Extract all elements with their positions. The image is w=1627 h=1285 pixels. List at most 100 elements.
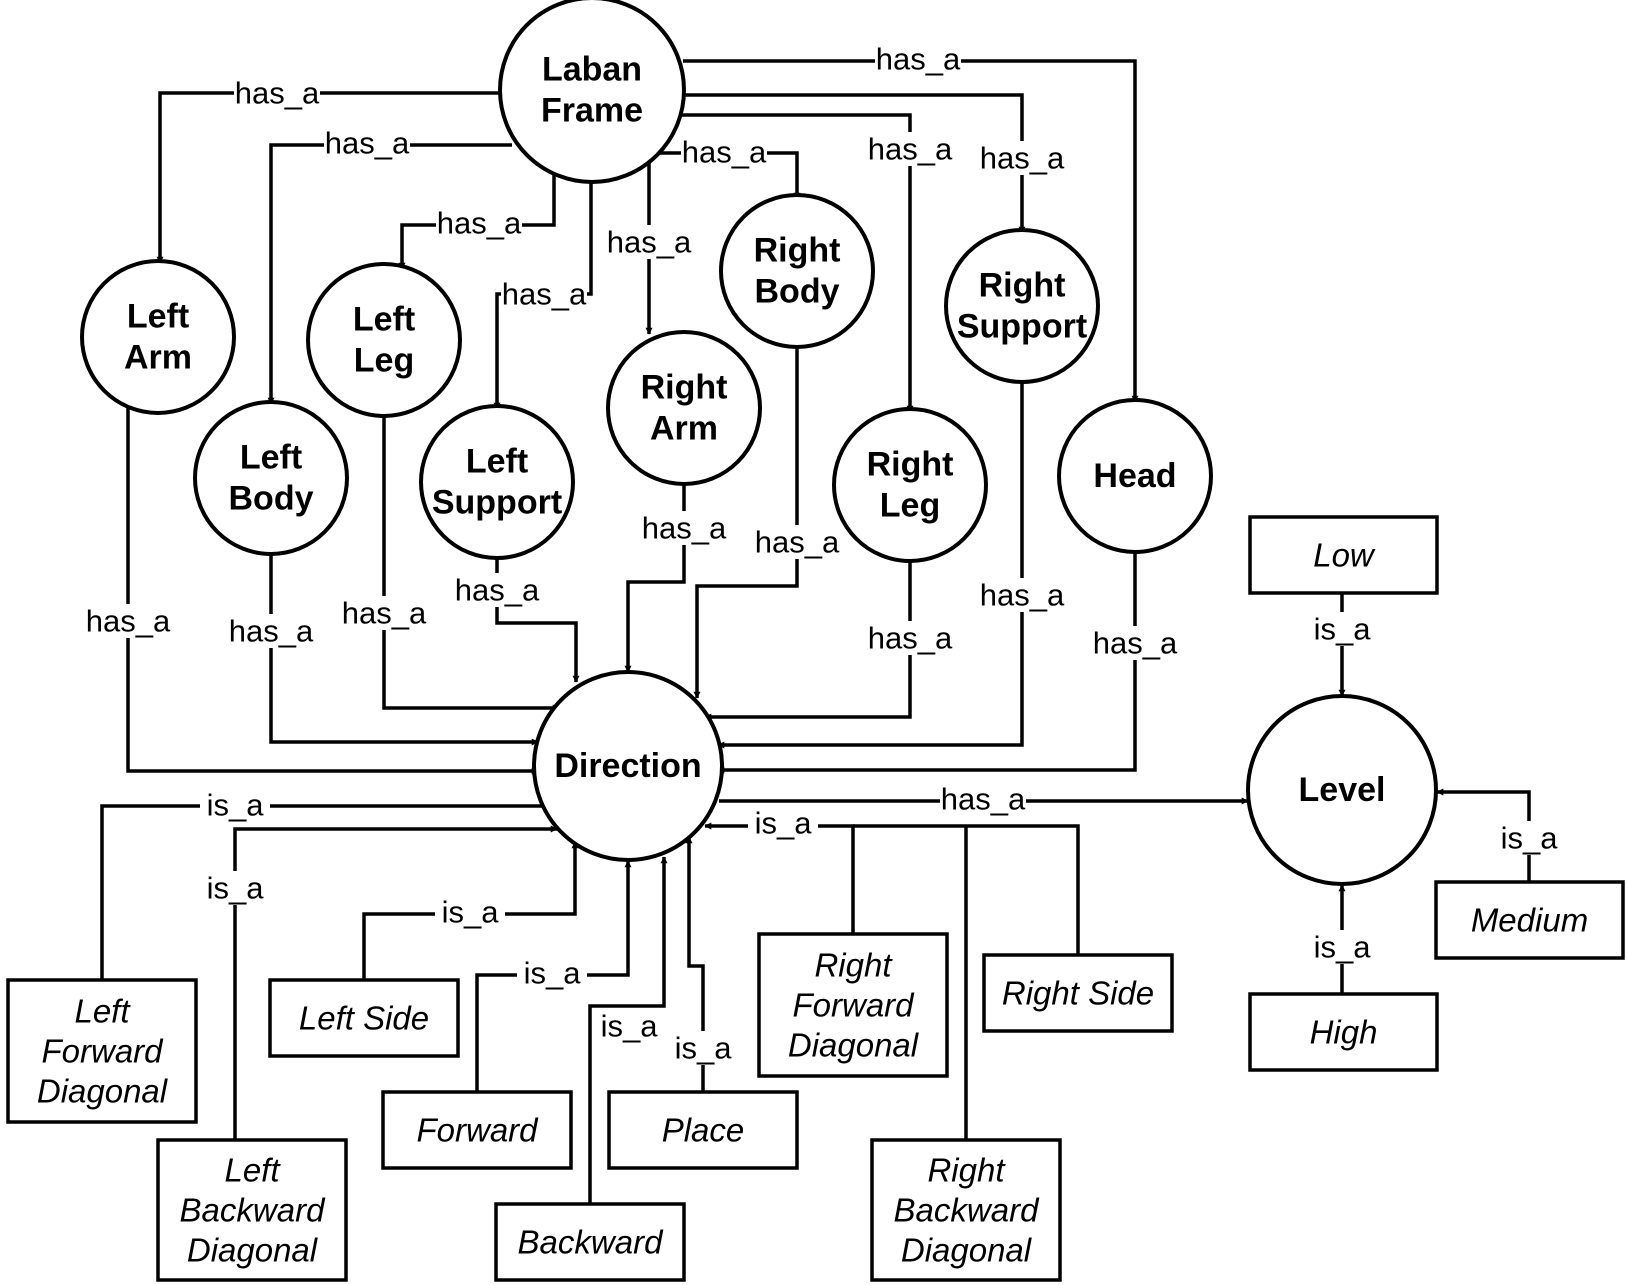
node-label-line: Right bbox=[641, 369, 728, 407]
node-label-line: Arm bbox=[124, 339, 192, 377]
instance-box bbox=[156, 1138, 348, 1282]
edge-label-text: has_a bbox=[86, 604, 171, 639]
edge-label-text: has_a bbox=[642, 511, 727, 546]
edge-label-right-leg-direction: has_a bbox=[867, 621, 953, 656]
node-backward: Backward bbox=[494, 1202, 686, 1282]
instance-box bbox=[1434, 880, 1625, 960]
node-label-line: Forward bbox=[792, 987, 915, 1024]
edge-line bbox=[717, 381, 1024, 749]
edge-left-leg-direction bbox=[382, 414, 560, 712]
node-label-line: Arm bbox=[650, 410, 718, 448]
edge-label-background bbox=[668, 1031, 738, 1065]
node-label-line: Diagonal bbox=[901, 1232, 1033, 1269]
edge-label-text: is_a bbox=[1314, 930, 1372, 965]
node-label-line: Body bbox=[229, 480, 314, 518]
node-label-line: Leg bbox=[880, 487, 940, 525]
node-label-line: Backward bbox=[180, 1192, 327, 1229]
concept-circle bbox=[944, 228, 1100, 384]
edge-line bbox=[693, 346, 799, 699]
edge-label-text: has_a bbox=[229, 614, 314, 649]
edge-label-left-body-direction: has_a bbox=[228, 614, 314, 649]
instance-box bbox=[1248, 992, 1439, 1072]
edge-left-arm-direction bbox=[126, 403, 539, 775]
node-label-line: Right bbox=[927, 1152, 1006, 1189]
node-label-line: Right bbox=[979, 267, 1066, 305]
edge-label-text: is_a bbox=[207, 871, 265, 906]
node-label-line: Medium bbox=[1471, 902, 1588, 939]
edge-label-background bbox=[234, 76, 320, 110]
node-low: Low bbox=[1248, 515, 1439, 595]
concept-circle bbox=[80, 259, 236, 415]
edge-label-text: has_a bbox=[235, 76, 320, 111]
edge-label-frame-head: has_a bbox=[875, 42, 961, 77]
edge-label-background bbox=[606, 225, 692, 259]
edge-label-background bbox=[754, 525, 840, 559]
edge-label-background bbox=[979, 141, 1065, 175]
edge-label-background bbox=[85, 604, 171, 638]
concept-circle bbox=[419, 404, 575, 560]
edge-label-background bbox=[979, 578, 1065, 612]
edge-label-background bbox=[594, 1009, 664, 1043]
edge-place-direction bbox=[685, 836, 705, 1092]
node-forward: Forward bbox=[381, 1090, 573, 1170]
edge-label-background bbox=[517, 956, 587, 990]
edge-label-text: is_a bbox=[675, 1031, 733, 1066]
node-label-line: Frame bbox=[541, 92, 643, 130]
node-label-line: Right bbox=[814, 947, 893, 984]
concept-circle bbox=[1246, 694, 1438, 886]
node-label-line: Body bbox=[755, 273, 840, 311]
edge-label-background bbox=[324, 126, 410, 160]
edge-label-background bbox=[200, 788, 270, 822]
edge-left-backward-diagonal-direction bbox=[233, 825, 558, 1140]
edge-label-background bbox=[681, 135, 767, 169]
edge-line bbox=[588, 856, 668, 1204]
edge-label-background bbox=[436, 206, 522, 240]
edge-label-left-arm-direction: has_a bbox=[85, 604, 171, 639]
node-label-line: Backward bbox=[518, 1224, 665, 1261]
node-label-line: High bbox=[1310, 1014, 1378, 1051]
node-label-line: Forward bbox=[41, 1033, 164, 1070]
node-label-line: Head bbox=[1093, 457, 1176, 495]
node-label-line: Left bbox=[466, 443, 528, 481]
edge-label-text: is_a bbox=[207, 788, 265, 823]
edge-line bbox=[382, 414, 560, 712]
edge-line bbox=[853, 824, 1080, 955]
edge-label-background bbox=[940, 782, 1026, 816]
node-label-line: Left Side bbox=[299, 1000, 429, 1037]
edge-label-text: has_a bbox=[502, 277, 587, 312]
edge-label-left-backward-diagonal-direction: is_a bbox=[200, 871, 270, 906]
edge-line bbox=[100, 802, 554, 980]
node-label-line: Left bbox=[224, 1152, 281, 1189]
edge-label-left-forward-diagonal-direction: is_a bbox=[200, 788, 270, 823]
instance-box bbox=[381, 1090, 573, 1170]
edge-label-forward-direction: is_a bbox=[517, 956, 587, 991]
edge-line bbox=[267, 143, 512, 405]
node-label-line: Support bbox=[432, 484, 562, 522]
edge-frame-left-arm bbox=[156, 91, 500, 264]
edge-line bbox=[126, 403, 539, 775]
edge-label-background bbox=[1494, 821, 1564, 855]
node-right-side: Right Side bbox=[982, 953, 1174, 1033]
edge-line bbox=[704, 822, 855, 934]
edge-label-frame-right-leg: has_a bbox=[867, 132, 953, 167]
node-label-line: Low bbox=[1313, 537, 1376, 574]
edge-label-right-body-direction: has_a bbox=[754, 525, 840, 560]
edge-line bbox=[678, 113, 914, 413]
edge-label-text: has_a bbox=[325, 126, 410, 161]
node-level: Level bbox=[1246, 694, 1438, 886]
edge-label-medium-level: is_a bbox=[1494, 821, 1564, 856]
edge-label-background bbox=[867, 621, 953, 655]
edge-label-frame-right-arm: has_a bbox=[606, 225, 692, 260]
instance-box bbox=[607, 1090, 799, 1170]
concept-circle bbox=[306, 262, 462, 418]
edge-label-text: has_a bbox=[1093, 626, 1178, 661]
node-label-line: Support bbox=[957, 308, 1087, 346]
edge-label-frame-left-leg: has_a bbox=[436, 206, 522, 241]
node-label-line: Diagonal bbox=[788, 1027, 920, 1064]
